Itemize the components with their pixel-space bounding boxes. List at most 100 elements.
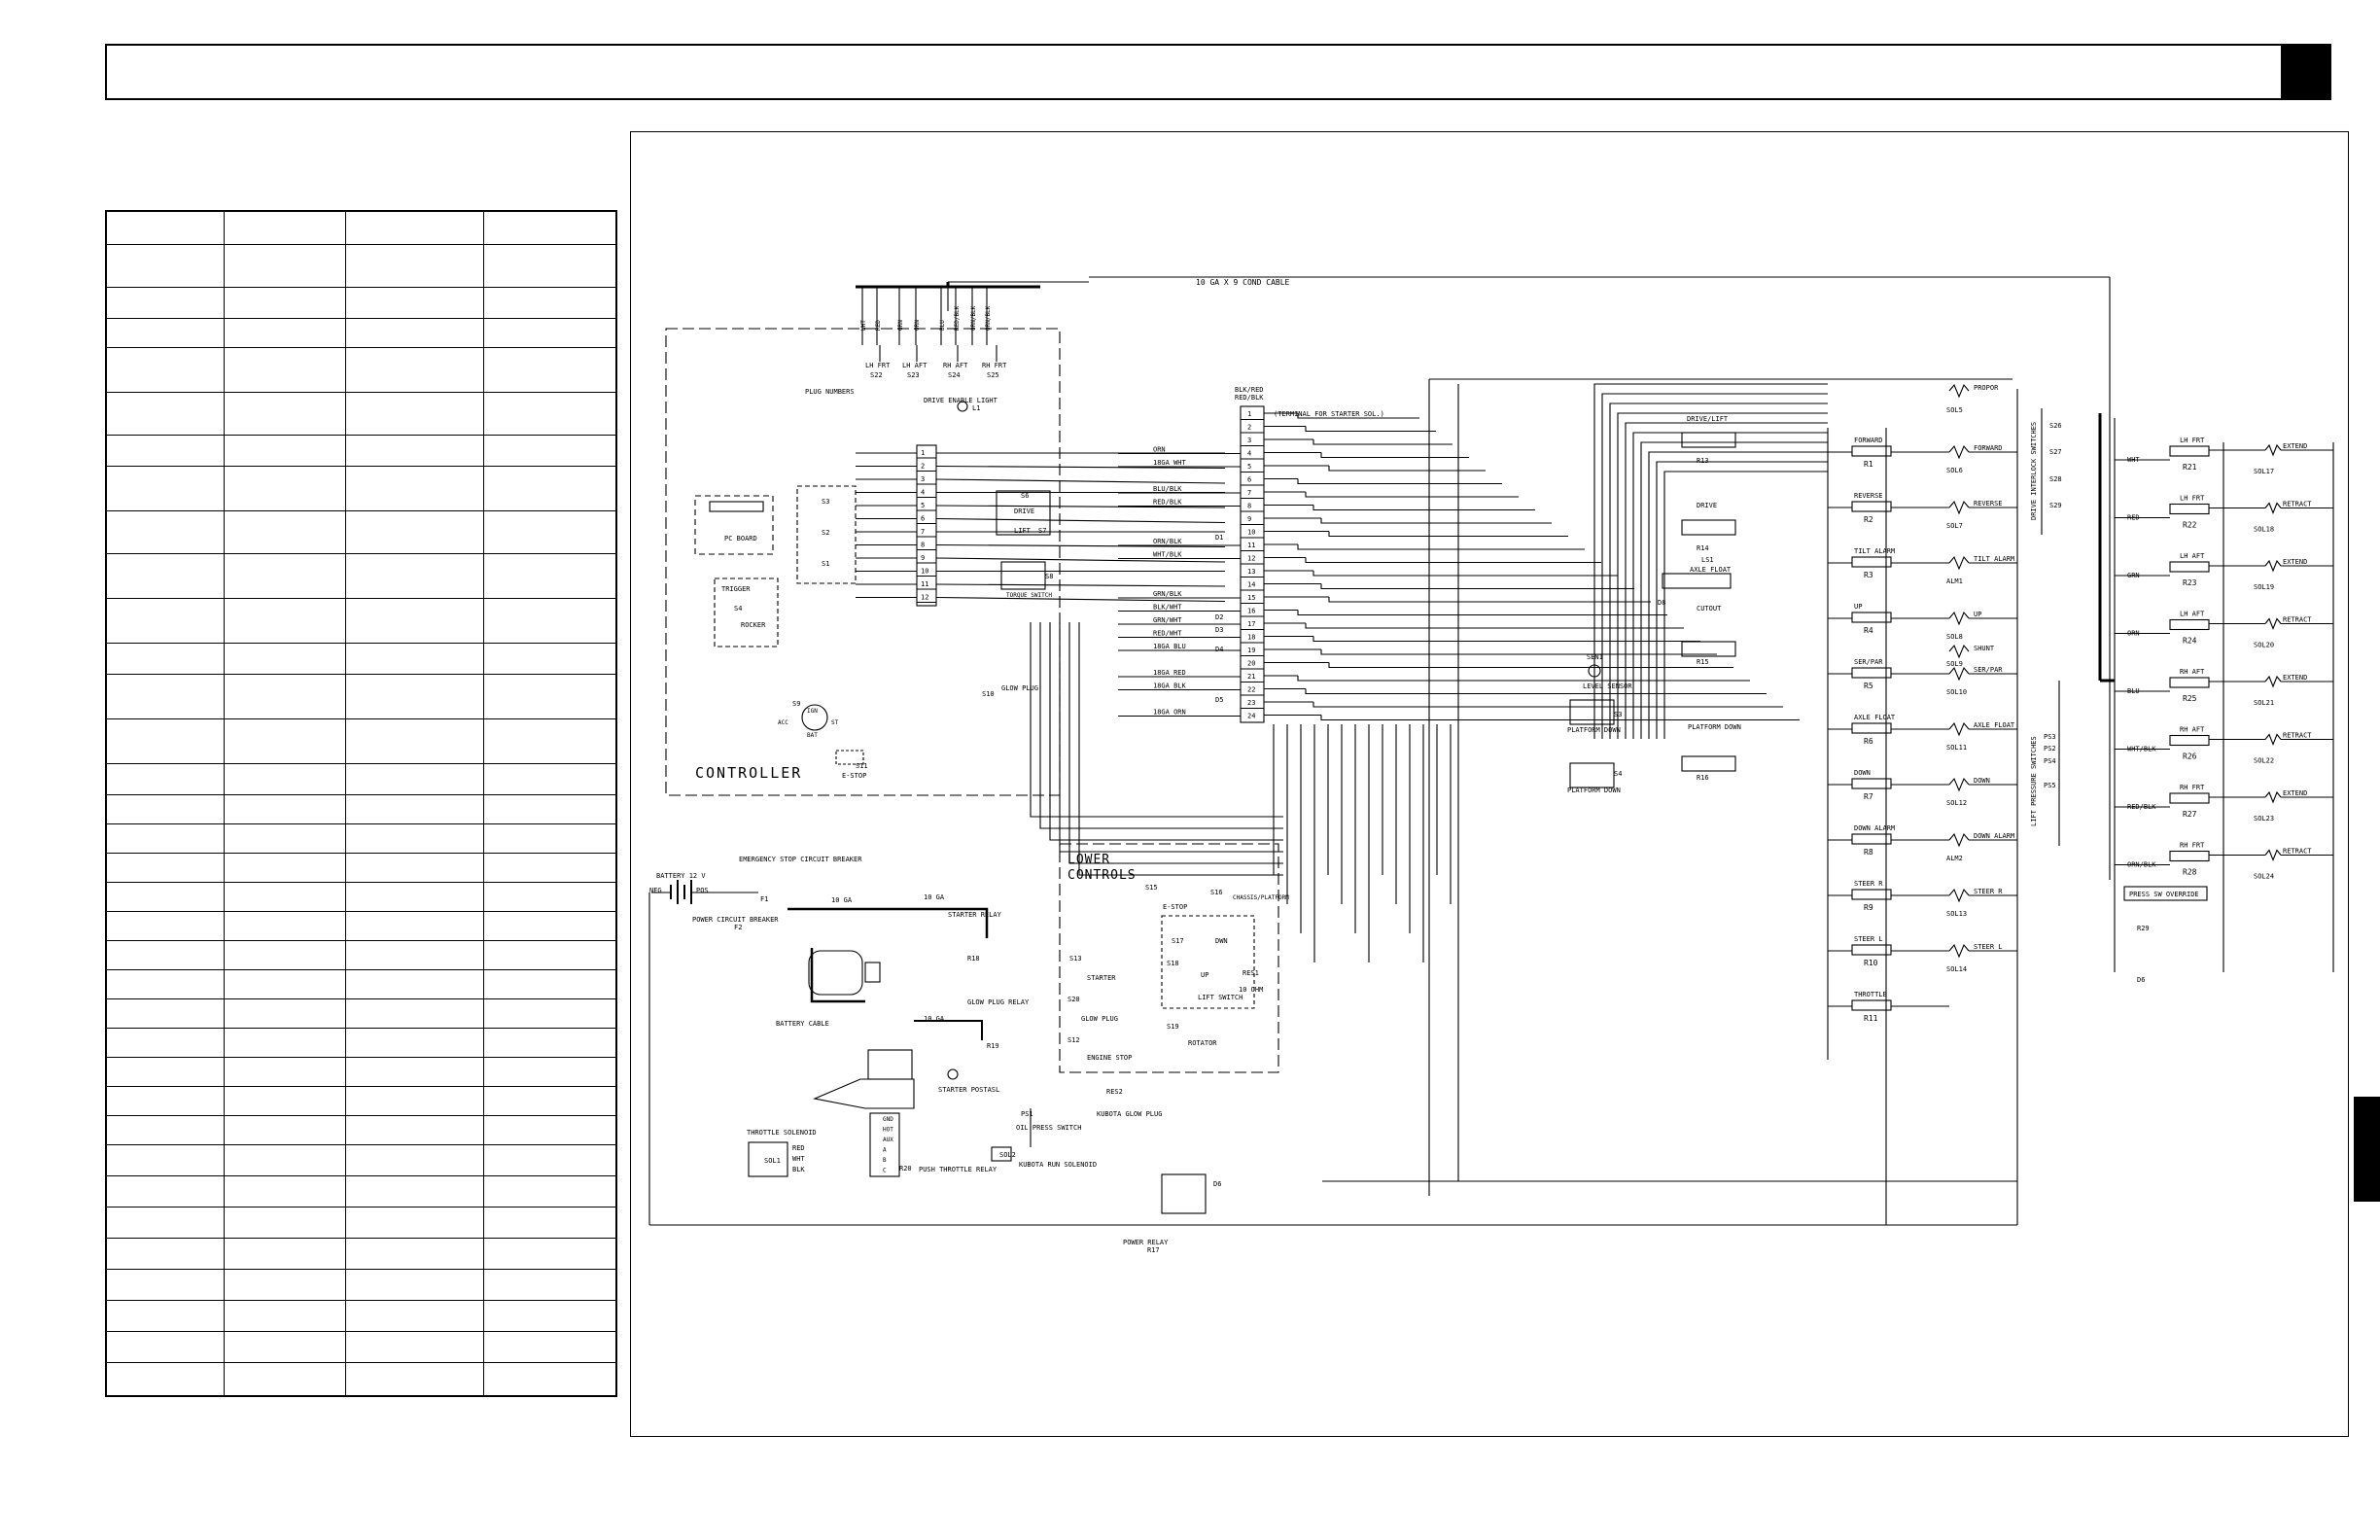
lower-glow-plug-label: GLOW PLUG xyxy=(1081,1015,1118,1023)
legend-cell xyxy=(344,793,484,824)
terminal-number: 10 xyxy=(1247,529,1255,537)
battery-cable-label: BATTERY CABLE xyxy=(776,1020,829,1028)
legend-cell xyxy=(344,642,484,675)
pin-wire-out xyxy=(935,583,1226,587)
s13-label: S13 xyxy=(1069,955,1082,962)
rocker-label: ROCKER xyxy=(741,621,766,629)
tilt-switch-label: LH FRT xyxy=(865,362,891,369)
push-relay-label: PUSH THROTTLE RELAY xyxy=(919,1166,998,1173)
mesh-riser xyxy=(1632,432,1828,739)
tilt-switch-label: RH FRT xyxy=(982,362,1007,369)
outrigger-relay-icon xyxy=(2169,503,2210,515)
outrigger-relay-icon xyxy=(2169,734,2210,747)
legend-row xyxy=(105,1144,617,1177)
s9-label: S9 xyxy=(792,700,800,708)
legend-cell xyxy=(344,998,484,1030)
relay-terminal-label: C xyxy=(883,1168,887,1174)
solenoid-coil-icon xyxy=(1948,666,1970,682)
ga10-label-a: 10 GA xyxy=(831,896,853,904)
outrigger-relay-ref: R26 xyxy=(2183,752,2197,761)
tilt-switch-ref: S23 xyxy=(907,371,920,379)
shunt-label: SHUNT xyxy=(1974,645,1995,652)
mesh-riser xyxy=(1640,441,1828,739)
controller-title: CONTROLLER xyxy=(695,764,802,782)
neg-label: NEG xyxy=(649,887,662,894)
legend-row xyxy=(105,852,617,883)
proport-valve: PROPOR SOL5 SHUNT SOL9 xyxy=(1946,384,1999,668)
mesh-lower xyxy=(1049,622,1283,841)
legend-row xyxy=(105,1362,617,1397)
solenoid-coil-icon xyxy=(1948,888,1970,903)
pin-wire-out xyxy=(935,543,1226,548)
sol1-wire-red: RED xyxy=(792,1144,805,1152)
terminal-number: 2 xyxy=(1247,424,1251,432)
mesh-wire xyxy=(1312,636,1700,643)
solenoid-coil-icon xyxy=(1948,555,1970,571)
legend-cell xyxy=(344,673,484,719)
outrigger-action-label: EXTEND xyxy=(2283,674,2307,682)
outrigger-coil-icon xyxy=(2264,790,2282,804)
outrigger-sol-ref: SOL20 xyxy=(2254,642,2274,649)
plug-numbers-label: PLUG NUMBERS xyxy=(805,388,855,396)
top-wire-label: GRN xyxy=(897,320,904,331)
legend-cell xyxy=(344,243,484,288)
legend-cell xyxy=(105,286,226,319)
outrigger-coil-icon xyxy=(2264,502,2282,514)
mesh-wire xyxy=(1320,452,1469,459)
platform-down-relay-label: PLATFORM DOWN xyxy=(1688,723,1741,731)
legend-cell xyxy=(224,552,346,599)
relay-label: FORWARD xyxy=(1854,437,1883,444)
relay-terminal-label: AUX xyxy=(883,1137,893,1143)
s4b-label: S4 xyxy=(1614,770,1622,778)
outrigger-coil-icon xyxy=(2264,849,2282,861)
f1-label: F1 xyxy=(760,895,768,903)
glow-relay-label: GLOW PLUG RELAY xyxy=(967,998,1030,1006)
terminal-diode-label: D1 xyxy=(1215,534,1223,542)
mesh-riser xyxy=(1617,412,1828,739)
interlock-label: DRIVE INTERLOCK SWITCHES xyxy=(2030,422,2038,520)
ps4-label: PS4 xyxy=(2044,757,2056,765)
alternator-icon xyxy=(867,1049,913,1080)
terminal-number: 18 xyxy=(1247,634,1255,642)
solenoid-coil-icon xyxy=(1948,943,1970,959)
terminal-number: 16 xyxy=(1247,608,1255,615)
outrigger-relay-label: RH AFT xyxy=(2180,668,2205,676)
legend-cell xyxy=(344,509,484,554)
r20-label: R20 xyxy=(899,1165,912,1172)
platform-down-switch2-label: PLATFORM DOWN xyxy=(1567,787,1621,794)
s15-label: S15 xyxy=(1145,884,1158,892)
r14-label: R14 xyxy=(1697,544,1709,552)
pin-wire-out xyxy=(935,478,1226,484)
controller-pin-number: 2 xyxy=(921,463,925,471)
terminal-number: 23 xyxy=(1247,699,1255,707)
s19-label: S19 xyxy=(1167,1023,1179,1031)
legend-cell xyxy=(224,597,346,644)
key-label-acc: ACC xyxy=(778,719,788,726)
terminal-number: 9 xyxy=(1247,515,1251,523)
throttle-relay-icon xyxy=(869,1112,900,1177)
outrigger-coil-icon xyxy=(2264,675,2282,688)
s11-label: S11 xyxy=(856,762,868,770)
solenoid-label: STEER R xyxy=(1974,888,2003,895)
legend-cell xyxy=(105,243,226,288)
legend-cell xyxy=(482,210,617,245)
legend-cell xyxy=(344,718,484,764)
relay-ref: R1 xyxy=(1864,460,1873,469)
outrigger-relay-ref: R28 xyxy=(2183,868,2197,877)
tilt-switch-ref: S22 xyxy=(870,371,883,379)
terminal-number: 1 xyxy=(1247,410,1251,418)
mesh-wire xyxy=(1305,623,1684,629)
ps5-label: PS5 xyxy=(2044,782,2056,789)
legend-cell xyxy=(105,597,226,644)
throttle-sol-label: THROTTLE SOLENOID xyxy=(747,1129,817,1137)
legend-row xyxy=(105,552,617,599)
f2-label: F2 xyxy=(734,924,742,931)
outrigger-relay-ref: R25 xyxy=(2183,694,2197,703)
s4-label: S4 xyxy=(734,605,742,612)
starter-solenoid-icon xyxy=(864,962,881,983)
s18-label: S18 xyxy=(1167,960,1179,967)
terminal-diode-label: D3 xyxy=(1215,626,1223,634)
